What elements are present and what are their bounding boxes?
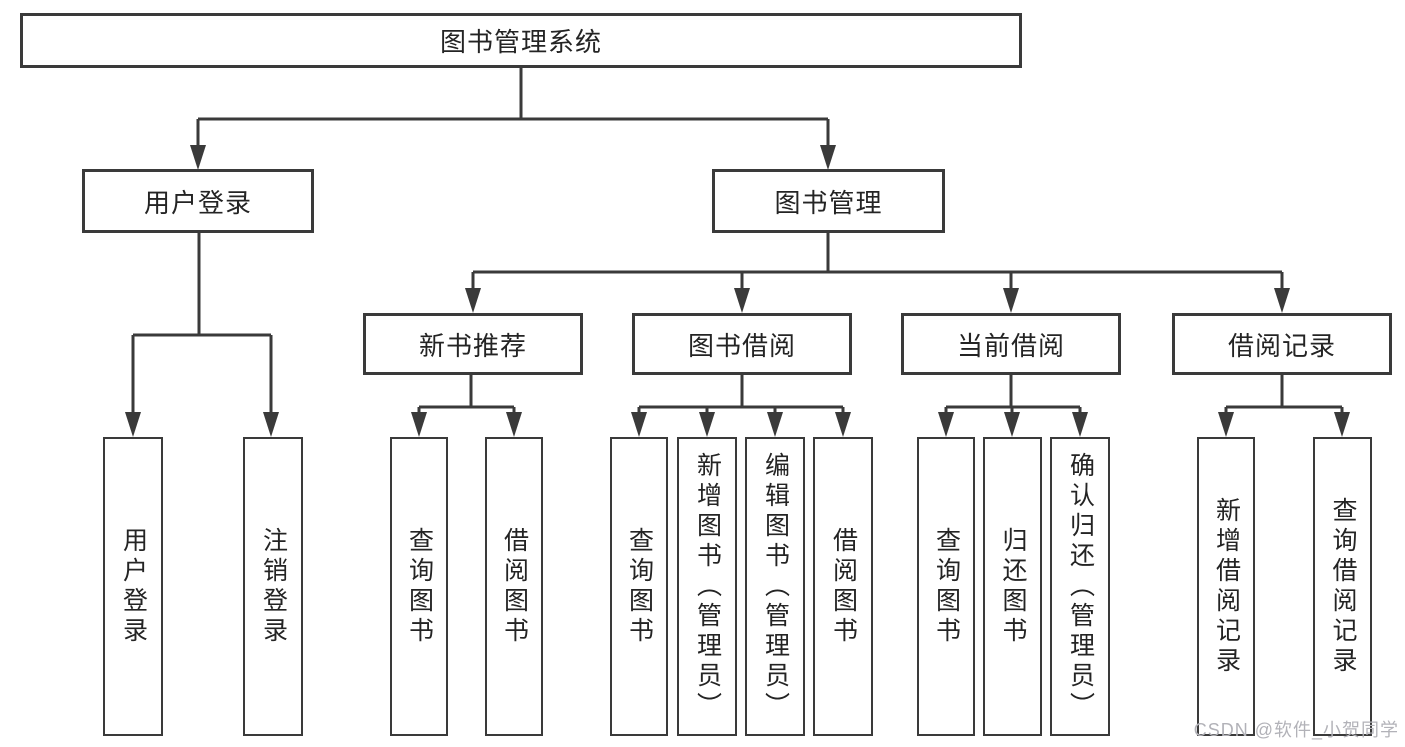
leaf-records-query-record: 查询借阅记录: [1313, 437, 1372, 736]
leaf-current-confirm-return-admin: 确认归还（管理员）: [1050, 437, 1110, 736]
node-user-login-label: 用户登录: [143, 187, 252, 218]
node-current-borrow-label: 当前借阅: [956, 330, 1065, 361]
csdn-watermark: CSDN @软件_小贺同学: [1193, 720, 1399, 740]
leaf-current-query-books: 查询图书: [917, 437, 975, 736]
connector-root-to-level2: [190, 67, 836, 170]
node-new-book-recommend: 新书推荐: [363, 313, 583, 375]
leaf-borrow-query-books: 查询图书: [610, 437, 668, 736]
node-book-management-label: 图书管理: [774, 187, 883, 218]
leaf-current-query-books-label: 查询图书: [932, 526, 961, 647]
connector-borrow-records-to-children: [1218, 375, 1350, 437]
leaf-newbook-query-books-label: 查询图书: [405, 526, 434, 647]
connector-book-borrow-to-children: [631, 375, 851, 437]
leaf-borrow-borrow-books: 借阅图书: [813, 437, 873, 736]
leaf-borrow-add-books-admin: 新增图书（管理员）: [677, 437, 737, 736]
leaf-records-add-record: 新增借阅记录: [1197, 437, 1255, 736]
leaf-records-add-record-label: 新增借阅记录: [1212, 496, 1241, 677]
leaf-newbook-borrow-books-label: 借阅图书: [500, 526, 529, 647]
node-book-management: 图书管理: [712, 169, 945, 233]
node-root-library-system: 图书管理系统: [20, 13, 1022, 68]
node-borrow-records-label: 借阅记录: [1227, 330, 1336, 361]
connector-current-borrow-to-children: [938, 375, 1088, 437]
leaf-logout: 注销登录: [243, 437, 303, 736]
connector-new-book-to-children: [411, 375, 522, 437]
leaf-user-login-label: 用户登录: [119, 526, 148, 647]
node-book-borrow: 图书借阅: [632, 313, 852, 375]
node-book-borrow-label: 图书借阅: [687, 330, 796, 361]
leaf-borrow-query-books-label: 查询图书: [625, 526, 654, 647]
leaf-current-confirm-return-admin-label: 确认归还（管理员）: [1066, 451, 1095, 722]
node-borrow-records: 借阅记录: [1172, 313, 1392, 375]
leaf-newbook-borrow-books: 借阅图书: [485, 437, 543, 736]
leaf-current-return-books: 归还图书: [983, 437, 1042, 736]
leaf-records-query-record-label: 查询借阅记录: [1329, 496, 1357, 677]
connector-user-login-to-children: [125, 233, 279, 437]
leaf-logout-label: 注销登录: [259, 526, 288, 647]
leaf-newbook-query-books: 查询图书: [390, 437, 448, 736]
leaf-current-return-books-label: 归还图书: [999, 526, 1027, 647]
leaf-user-login: 用户登录: [103, 437, 163, 736]
leaf-borrow-edit-books-admin: 编辑图书（管理员）: [745, 437, 805, 736]
node-new-book-recommend-label: 新书推荐: [418, 330, 527, 361]
node-user-login: 用户登录: [82, 169, 314, 233]
connector-book-management-to-level3: [465, 233, 1290, 313]
leaf-borrow-borrow-books-label: 借阅图书: [829, 526, 858, 647]
leaf-borrow-add-books-admin-label: 新增图书（管理员）: [693, 451, 722, 722]
node-root-label: 图书管理系统: [439, 27, 602, 57]
leaf-borrow-edit-books-admin-label: 编辑图书（管理员）: [761, 451, 790, 722]
node-current-borrow: 当前借阅: [901, 313, 1121, 375]
